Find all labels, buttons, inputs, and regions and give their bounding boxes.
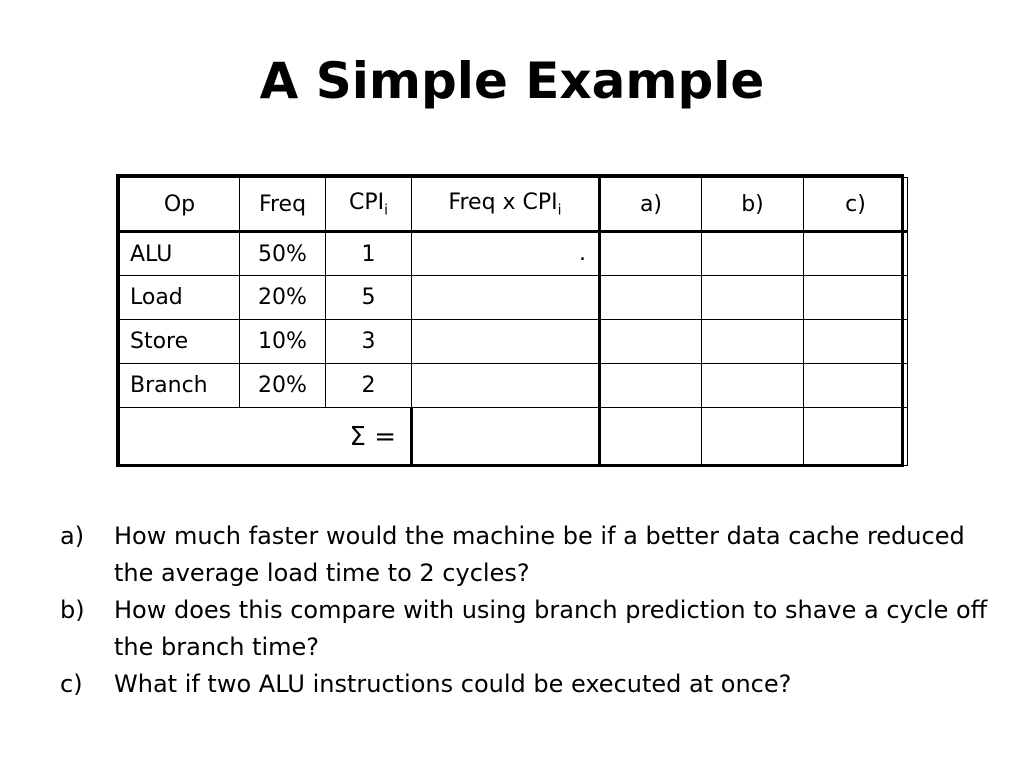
cell-c	[803, 319, 908, 364]
cell-cpi: 3	[325, 319, 412, 364]
cell-cpi: 2	[325, 363, 412, 408]
cell-a	[599, 231, 702, 276]
cell-a	[599, 363, 702, 408]
header-cpi-subscript: i	[384, 202, 388, 219]
cell-cpi: 1	[325, 231, 412, 276]
question-text: What if two ALU instructions could be ex…	[114, 670, 792, 698]
table-row: Load 20% 5	[119, 275, 908, 320]
cell-op: Load	[119, 275, 240, 320]
question-text: How much faster would the machine be if …	[114, 522, 965, 587]
header-freq-x-cpi-subscript: i	[557, 202, 562, 219]
cell-a	[599, 275, 702, 320]
header-b: b)	[701, 177, 804, 233]
header-cpi: CPIi	[325, 177, 412, 233]
header-op: Op	[119, 177, 240, 233]
cell-b	[701, 363, 804, 408]
sum-a	[599, 407, 702, 466]
cell-freq: 10%	[239, 319, 326, 364]
cell-freq-x-cpi	[411, 275, 601, 320]
question-label: b)	[60, 596, 85, 624]
questions-list: a) How much faster would the machine be …	[60, 518, 1000, 703]
table-row: ALU 50% 1 .	[119, 231, 908, 276]
sum-row: Σ =	[119, 407, 908, 466]
cell-b	[701, 319, 804, 364]
cell-freq-x-cpi	[411, 363, 601, 408]
table-row: Branch 20% 2	[119, 363, 908, 408]
page-title: A Simple Example	[259, 52, 765, 110]
cell-freq-x-cpi	[411, 319, 601, 364]
sum-freq-x-cpi	[411, 407, 601, 466]
header-c: c)	[803, 177, 908, 233]
cell-b	[701, 275, 804, 320]
list-item: c) What if two ALU instructions could be…	[60, 666, 1000, 703]
question-label: a)	[60, 522, 85, 550]
cell-b	[701, 231, 804, 276]
cell-cpi: 5	[325, 275, 412, 320]
header-cpi-text: CPI	[348, 189, 385, 215]
table-header-row: Op Freq CPIi Freq x CPIi a) b) c)	[119, 177, 908, 233]
question-label: c)	[60, 670, 83, 698]
list-item: a) How much faster would the machine be …	[60, 518, 1000, 592]
cell-op: Branch	[119, 363, 240, 408]
cell-freq: 20%	[239, 275, 326, 320]
cell-freq: 50%	[239, 231, 326, 276]
cpi-table: Op Freq CPIi Freq x CPIi a) b) c) ALU 50…	[116, 174, 908, 467]
list-item: b) How does this compare with using bran…	[60, 592, 1000, 666]
header-freq-x-cpi-text: Freq x CPI	[448, 189, 558, 215]
header-freq: Freq	[239, 177, 326, 233]
cell-c	[803, 275, 908, 320]
cell-c	[803, 231, 908, 276]
table-row: Store 10% 3	[119, 319, 908, 364]
cell-freq: 20%	[239, 363, 326, 408]
cell-freq-x-cpi: .	[411, 231, 601, 276]
sum-b	[701, 407, 804, 466]
sum-c	[803, 407, 908, 466]
cell-op: ALU	[119, 231, 240, 276]
cell-a	[599, 319, 702, 364]
question-text: How does this compare with using branch …	[114, 596, 988, 661]
cell-op: Store	[119, 319, 240, 364]
header-a: a)	[599, 177, 702, 233]
sum-label: Σ =	[119, 407, 413, 466]
cell-c	[803, 363, 908, 408]
header-freq-x-cpi: Freq x CPIi	[411, 177, 601, 233]
